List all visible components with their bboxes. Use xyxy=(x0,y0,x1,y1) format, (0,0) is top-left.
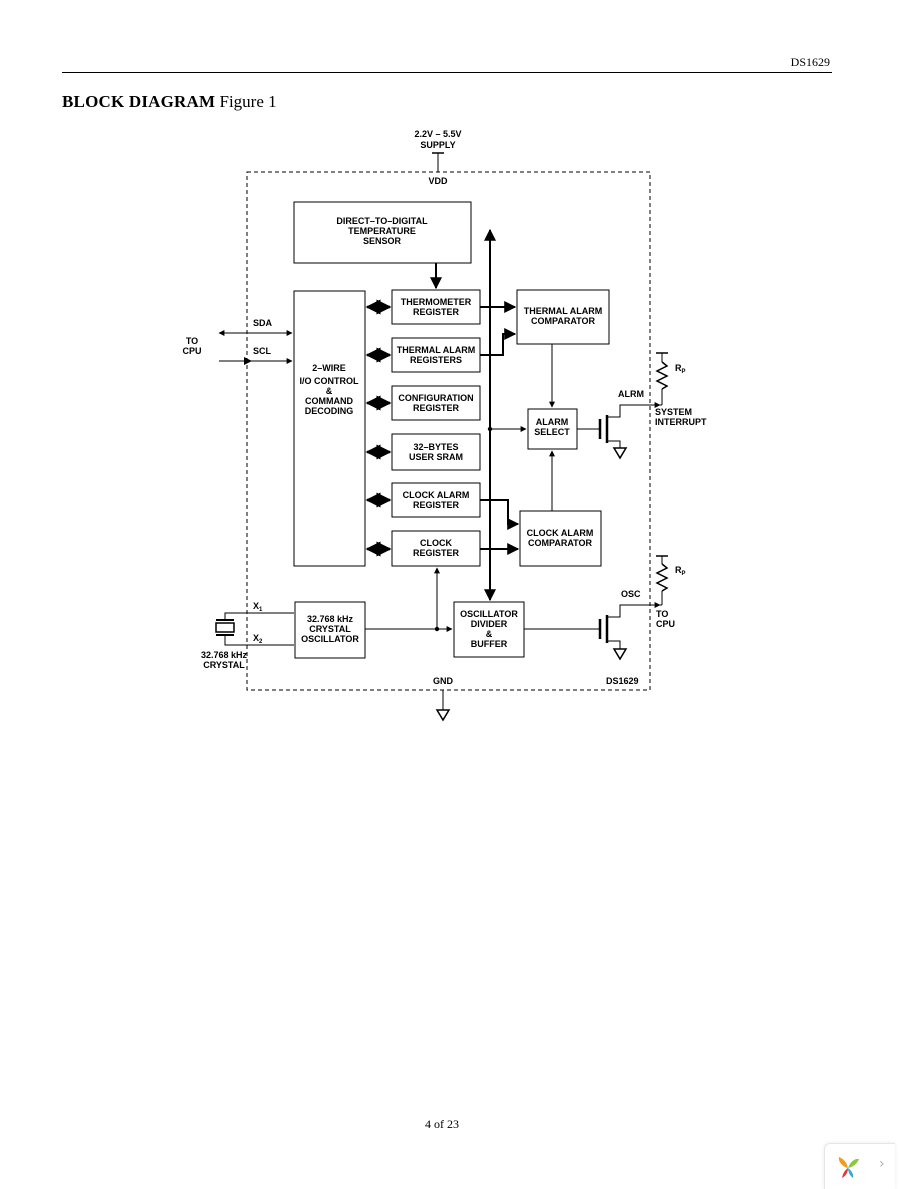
alrm-label: ALRM xyxy=(618,389,644,399)
figure-title-rest: Figure 1 xyxy=(219,92,277,111)
thermal-alarm-comparator-block: THERMAL ALARM COMPARATOR xyxy=(516,289,610,345)
clock-alarm-reg-to-comp xyxy=(480,499,520,530)
svg-text:OSCILLATOR: OSCILLATOR xyxy=(460,609,518,619)
svg-text:THERMAL ALARM: THERMAL ALARM xyxy=(524,306,603,316)
svg-text:TEMPERATURE: TEMPERATURE xyxy=(348,226,416,236)
to-cpu-right-label-1: TO xyxy=(656,609,668,619)
svg-text:REGISTER: REGISTER xyxy=(413,307,460,317)
crystal-label-2: CRYSTAL xyxy=(203,660,245,670)
thermometer-register-block: THERMOMETER REGISTER xyxy=(391,289,481,325)
svg-text:ALARM: ALARM xyxy=(536,417,569,427)
svg-text:SENSOR: SENSOR xyxy=(363,236,402,246)
sensor-block: DIRECT–TO–DIGITAL TEMPERATURE SENSOR xyxy=(293,201,472,264)
svg-text:REGISTERS: REGISTERS xyxy=(410,355,462,365)
rp-label-bottom: RP xyxy=(675,565,686,577)
viewer-widget[interactable]: › xyxy=(824,1143,895,1189)
svg-text:THERMAL ALARM: THERMAL ALARM xyxy=(397,345,476,355)
svg-text:CRYSTAL: CRYSTAL xyxy=(309,624,351,634)
page-number: 4 of 23 xyxy=(425,1117,459,1131)
alrm-output-transistor xyxy=(598,404,662,460)
x1-label: X1 xyxy=(253,601,263,613)
supply-label-2: SUPPLY xyxy=(420,140,455,150)
svg-text:COMPARATOR: COMPARATOR xyxy=(531,316,595,326)
osc-pullup-resistor xyxy=(655,555,669,605)
svg-text:32.768 kHz: 32.768 kHz xyxy=(307,614,354,624)
svg-text:&: & xyxy=(486,629,493,639)
svg-text:THERMOMETER: THERMOMETER xyxy=(401,297,472,307)
svg-text:COMPARATOR: COMPARATOR xyxy=(528,538,592,548)
alarm-select-block: ALARM SELECT xyxy=(527,408,578,450)
svg-text:SELECT: SELECT xyxy=(534,427,570,437)
svg-text:REGISTER: REGISTER xyxy=(413,403,460,413)
register-bus-arrows xyxy=(365,299,392,557)
gnd-label: GND xyxy=(433,676,454,686)
scl-marker xyxy=(244,357,252,365)
svg-text:CONFIGURATION: CONFIGURATION xyxy=(398,393,473,403)
rp-label-top: RP xyxy=(675,363,686,375)
svg-text:I/O CONTROL: I/O CONTROL xyxy=(300,376,359,386)
vdd-label: VDD xyxy=(428,176,448,186)
viewer-logo-icon[interactable] xyxy=(835,1154,861,1180)
user-sram-block: 32–BYTES USER SRAM xyxy=(391,433,481,471)
osc-output-transistor xyxy=(598,604,662,661)
svg-text:CLOCK: CLOCK xyxy=(420,538,452,548)
header-doc-id: DS1629 xyxy=(790,55,830,69)
alrm-pullup-resistor xyxy=(655,352,669,405)
system-interrupt-label-2: INTERRUPT xyxy=(655,417,707,427)
io-control-block: 2–WIRE I/O CONTROL & COMMAND DECODING xyxy=(293,290,366,567)
chip-boundary xyxy=(246,171,651,691)
osc-junction xyxy=(434,626,440,632)
svg-text:CLOCK ALARM: CLOCK ALARM xyxy=(527,528,594,538)
svg-text:&: & xyxy=(326,386,333,396)
figure-title-bold: BLOCK DIAGRAM xyxy=(62,92,216,111)
to-cpu-right-label-2: CPU xyxy=(656,619,675,629)
header-rule xyxy=(62,72,832,73)
supply-label-1: 2.2V – 5.5V xyxy=(414,129,461,139)
gnd-symbol xyxy=(435,709,451,722)
sda-label: SDA xyxy=(253,318,273,328)
svg-text:REGISTER: REGISTER xyxy=(413,548,460,558)
crystal-oscillator-block: 32.768 kHz CRYSTAL OSCILLATOR xyxy=(294,601,366,659)
chevron-right-icon[interactable]: › xyxy=(879,1156,885,1172)
svg-text:BUFFER: BUFFER xyxy=(471,639,508,649)
clock-alarm-register-block: CLOCK ALARM REGISTER xyxy=(391,482,481,518)
x2-label: X2 xyxy=(253,633,263,645)
bus-junction-config xyxy=(487,426,493,432)
svg-text:DECODING: DECODING xyxy=(305,406,354,416)
crystal-symbol xyxy=(215,612,294,646)
crystal-label-1: 32.768 kHz xyxy=(201,650,248,660)
svg-text:COMMAND: COMMAND xyxy=(305,396,353,406)
scl-label: SCL xyxy=(253,346,272,356)
configuration-register-block: CONFIGURATION REGISTER xyxy=(391,385,481,421)
osc-label: OSC xyxy=(621,589,641,599)
figure-title: BLOCK DIAGRAM Figure 1 xyxy=(62,92,277,112)
thermal-regs-to-comparator xyxy=(480,328,517,356)
to-cpu-left-label-2: CPU xyxy=(182,346,201,356)
clock-alarm-comparator-block: CLOCK ALARM COMPARATOR xyxy=(519,510,602,567)
svg-text:CLOCK ALARM: CLOCK ALARM xyxy=(403,490,470,500)
svg-text:DIRECT–TO–DIGITAL: DIRECT–TO–DIGITAL xyxy=(336,216,428,226)
thermal-alarm-registers-block: THERMAL ALARM REGISTERS xyxy=(391,337,481,373)
svg-text:REGISTER: REGISTER xyxy=(413,500,460,510)
oscillator-divider-block: OSCILLATOR DIVIDER & BUFFER xyxy=(453,601,525,658)
to-cpu-left-label-1: TO xyxy=(186,336,198,346)
system-interrupt-label-1: SYSTEM xyxy=(655,407,692,417)
clock-register-block: CLOCK REGISTER xyxy=(391,530,481,567)
svg-text:DIVIDER: DIVIDER xyxy=(471,619,508,629)
svg-text:2–WIRE: 2–WIRE xyxy=(312,363,346,373)
svg-text:OSCILLATOR: OSCILLATOR xyxy=(301,634,359,644)
chip-name-label: DS1629 xyxy=(606,676,639,686)
svg-text:32–BYTES: 32–BYTES xyxy=(413,442,458,452)
svg-text:USER SRAM: USER SRAM xyxy=(409,452,463,462)
